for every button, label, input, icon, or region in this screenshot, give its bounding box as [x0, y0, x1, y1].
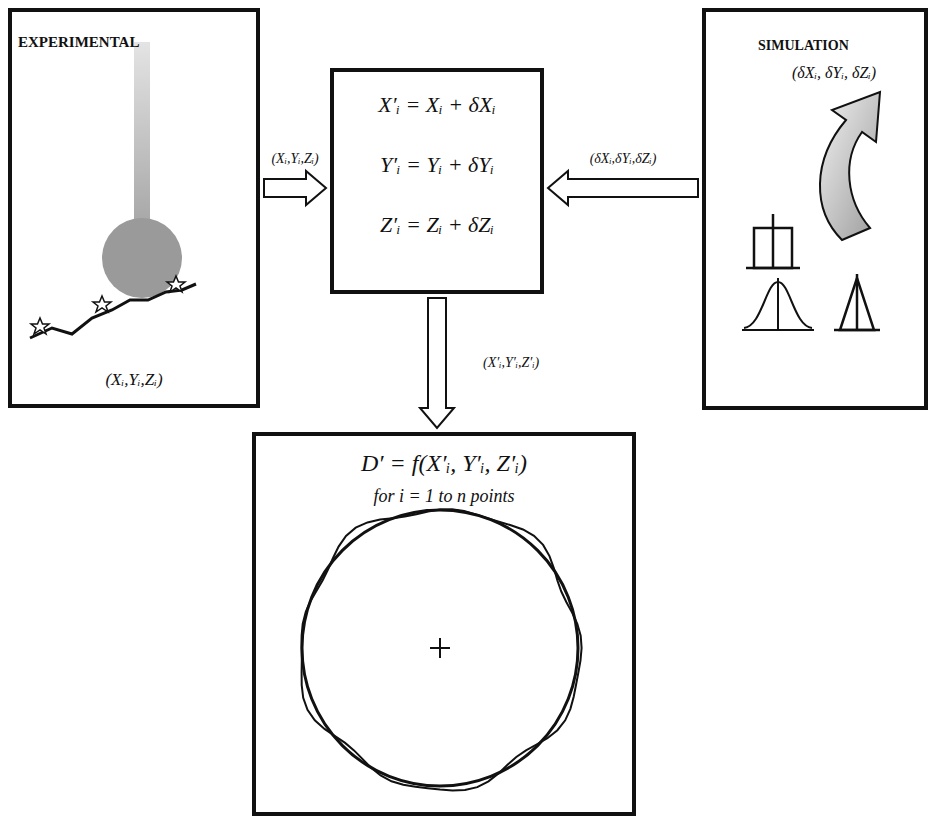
block-arrow: [420, 298, 454, 428]
triangular-distribution: [834, 274, 880, 330]
equation-box: X′ᵢ = Xᵢ + δXᵢY′ᵢ = Yᵢ + δYᵢZ′ᵢ = Zᵢ + δ…: [330, 68, 544, 294]
node-heading: SIMULATION: [758, 38, 849, 54]
node-text: for i = 1 to n points: [373, 486, 514, 507]
node-text: Y′ᵢ = Yᵢ + δYᵢ: [380, 152, 494, 178]
normal-distribution: [742, 278, 814, 330]
uniform-distribution: [746, 214, 800, 268]
experimental-box: EXPERIMENTAL (Xᵢ,Yᵢ,Zᵢ): [8, 8, 260, 408]
block-arrow: [548, 171, 698, 205]
node-heading: D′ = f(X′ᵢ, Y′ᵢ, Z′ᵢ): [361, 450, 527, 477]
circle-fit: [302, 509, 582, 790]
block-arrow: [264, 171, 326, 205]
node-text: Z′ᵢ = Zᵢ + δZᵢ: [380, 212, 494, 238]
edge-label: (X′ᵢ,Y′ᵢ,Z′ᵢ): [482, 355, 540, 371]
node-text: (Xᵢ,Yᵢ,Zᵢ): [105, 370, 162, 390]
edge-label: (δXᵢ,δYᵢ,δZᵢ): [589, 151, 658, 167]
measured-points: [31, 276, 185, 334]
curved-arrow: [820, 92, 880, 240]
simulation-box: SIMULATION (δXᵢ, δYᵢ, δZᵢ): [702, 8, 928, 410]
probe-stylus: [102, 42, 182, 298]
node-text: (δXᵢ, δYᵢ, δZᵢ): [792, 64, 876, 82]
node-heading: EXPERIMENTAL: [18, 34, 139, 51]
node-heading: X′ᵢ = Xᵢ + δXᵢ: [378, 92, 496, 118]
edge-label: (Xᵢ,Yᵢ,Zᵢ): [270, 151, 319, 167]
result-box: D′ = f(X′ᵢ, Y′ᵢ, Z′ᵢ) for i = 1 to n poin…: [252, 432, 636, 816]
